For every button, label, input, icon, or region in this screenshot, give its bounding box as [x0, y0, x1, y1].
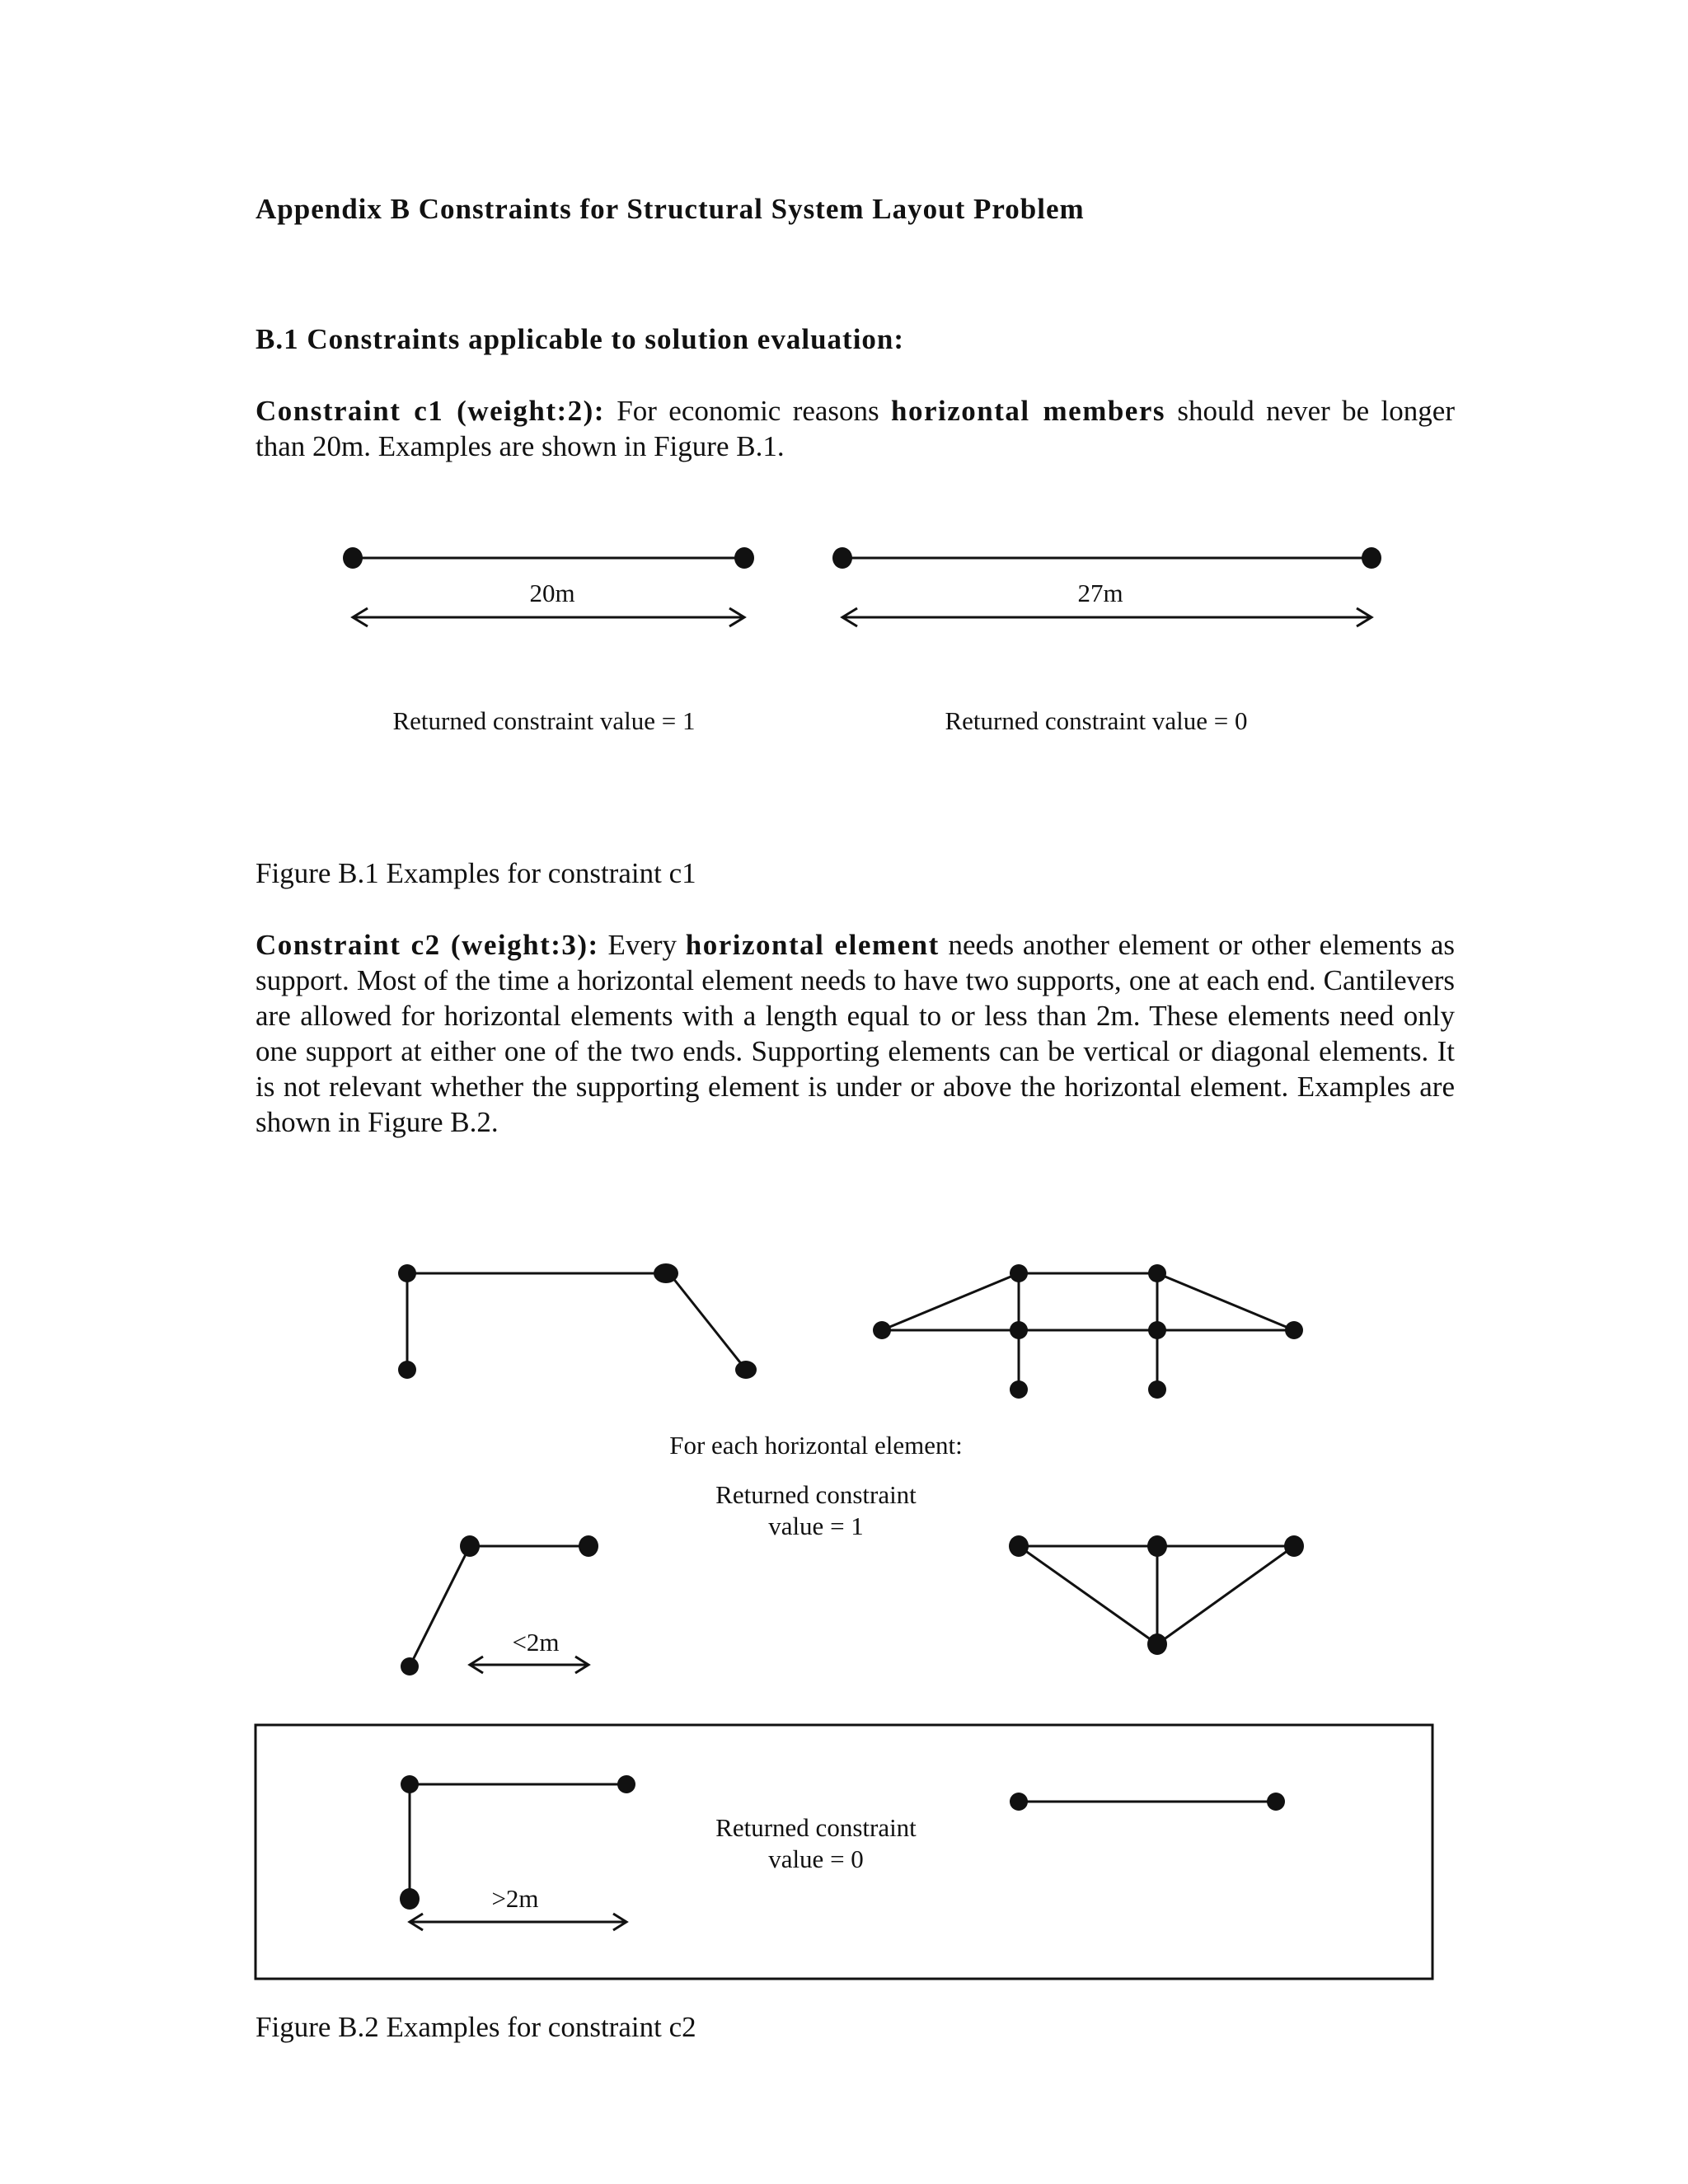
figure-b1-caption: Figure B.1 Examples for constraint c1 — [256, 857, 696, 889]
constraint-c2-term: horizontal element — [685, 929, 940, 961]
result-valid-line1: Returned constraint — [715, 1480, 917, 1509]
result-valid-line2: value = 1 — [768, 1511, 864, 1540]
example-beam-vertical-diagonal — [398, 1263, 757, 1379]
dimension-arrow-gt2m — [407, 1912, 629, 1932]
result-invalid-line1: Returned constraint — [715, 1813, 917, 1842]
section-title: B.1 Constraints applicable to solution e… — [256, 323, 905, 355]
constraint-c1-term: horizontal members — [891, 395, 1165, 427]
result-invalid-c2: Returned constraint value = 0 — [651, 1812, 981, 1875]
dimension-arrow-lt2m — [467, 1655, 591, 1675]
constraint-c1-label: Constraint c1 (weight:2): — [256, 395, 605, 427]
result-right-c1: Returned constraint value = 0 — [945, 706, 1248, 735]
constraint-c1-paragraph: Constraint c1 (weight:2): For economic r… — [256, 393, 1455, 464]
for-each-label: For each horizontal element: — [669, 1431, 963, 1460]
dimension-arrow-27m — [840, 607, 1374, 628]
result-valid-c2: Returned constraint value = 1 — [651, 1479, 981, 1542]
example-triangle-truss — [1009, 1535, 1304, 1655]
example-unsupported-beam — [1010, 1793, 1285, 1811]
result-invalid-line2: value = 0 — [768, 1844, 864, 1873]
constraint-c1-text-b: should never be longer than 20m. Example… — [256, 395, 1455, 462]
constraint-c2-text-b: needs another element or other elements … — [256, 929, 1455, 1138]
appendix-title: Appendix B Constraints for Structural Sy… — [256, 193, 1085, 225]
result-left-c1: Returned constraint value = 1 — [392, 706, 696, 735]
constraint-c1-text-a: For economic reasons — [604, 395, 892, 427]
dimension-arrow-20m — [350, 607, 747, 628]
length-label-20m: 20m — [529, 579, 575, 607]
constraint-c2-label: Constraint c2 (weight:3): — [256, 929, 599, 961]
length-label-lt2m: <2m — [512, 1628, 560, 1657]
member-20m — [343, 547, 754, 569]
example-frame-with-diagonals — [873, 1264, 1303, 1399]
member-27m — [832, 547, 1381, 569]
length-label-27m: 27m — [1077, 579, 1123, 607]
length-label-gt2m: >2m — [491, 1884, 539, 1913]
constraint-c2-text-a: Every — [598, 929, 686, 961]
constraint-c2-paragraph: Constraint c2 (weight:3): Every horizont… — [256, 927, 1455, 1140]
figure-b2-caption: Figure B.2 Examples for constraint c2 — [256, 2011, 696, 2043]
